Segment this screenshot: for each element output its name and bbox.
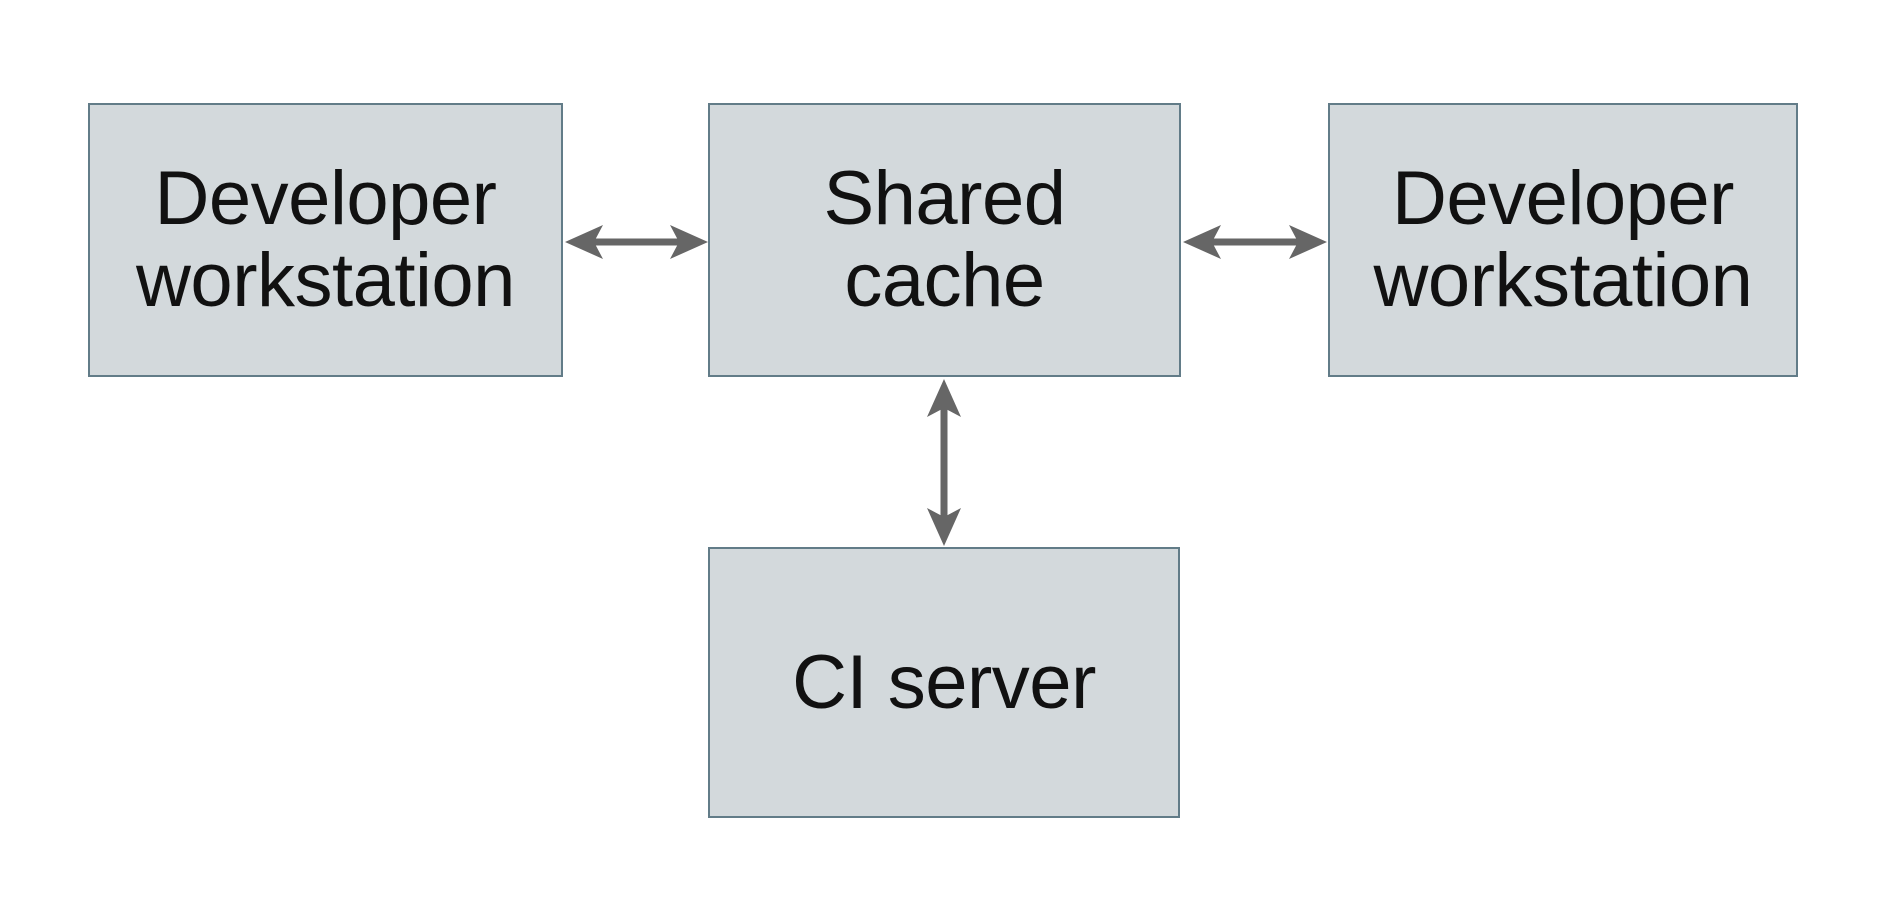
edge-sharedcache-devright xyxy=(1183,225,1327,259)
arrowhead-up-icon xyxy=(927,379,961,417)
arrowhead-down-icon xyxy=(927,508,961,546)
node-label-line: workstation xyxy=(1373,238,1753,323)
node-developer-workstation-right: Developer workstation xyxy=(1328,103,1798,377)
node-label-line: Developer xyxy=(1392,156,1734,241)
arrowhead-left-icon xyxy=(1183,225,1221,259)
node-developer-workstation-left: Developer workstation xyxy=(88,103,563,377)
node-shared-cache: Shared cache xyxy=(708,103,1181,377)
node-label-line: Shared xyxy=(823,156,1066,241)
arrowhead-right-icon xyxy=(1289,225,1327,259)
node-label-line: Developer xyxy=(154,156,497,241)
node-ci-server: CI server xyxy=(708,547,1180,818)
node-label-line: cache xyxy=(844,238,1045,323)
node-label-line: CI server xyxy=(792,639,1096,725)
arrowhead-left-icon xyxy=(565,225,603,259)
node-label-line: workstation xyxy=(136,238,515,323)
edge-devleft-sharedcache xyxy=(565,225,708,259)
edge-sharedcache-ciserver xyxy=(927,379,961,546)
arrowhead-right-icon xyxy=(670,225,708,259)
